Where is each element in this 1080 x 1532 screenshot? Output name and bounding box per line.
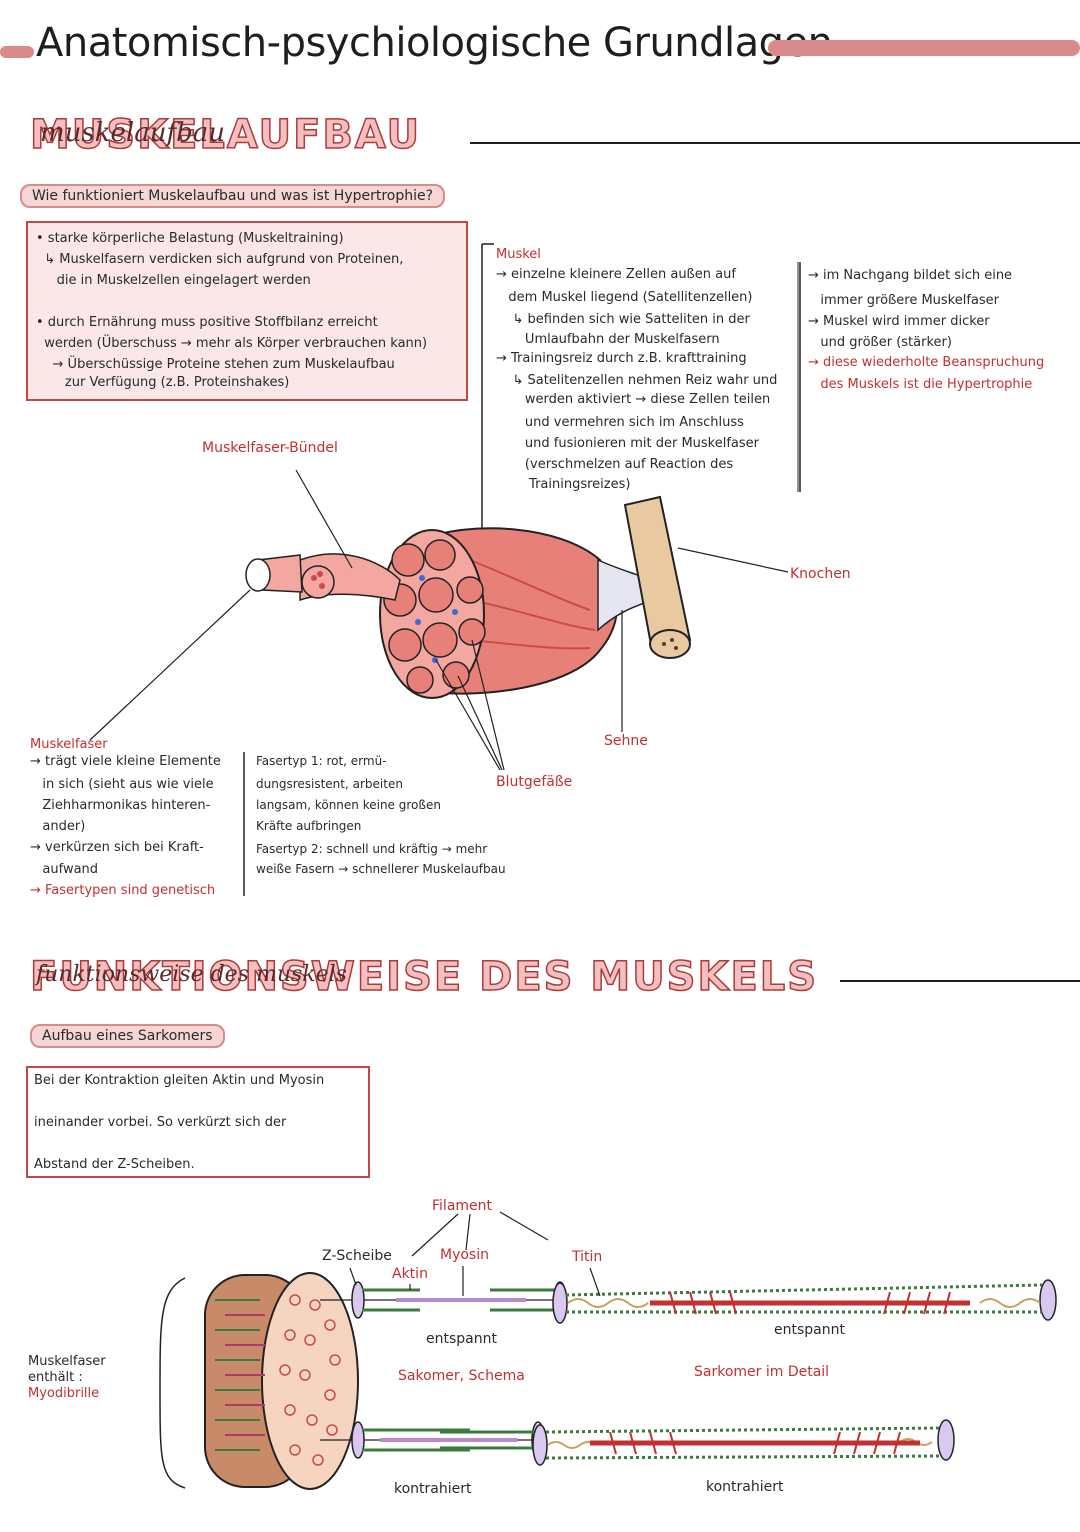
faser-line: → verkürzen sich bei Kraft- [30, 840, 204, 855]
label-muskelfaser: Muskelfaser [28, 1354, 106, 1369]
faser-line: in sich (sieht aus wie viele [30, 777, 214, 792]
label-sarkomer-detail: Sarkomer im Detail [694, 1364, 830, 1380]
right-red-line: → diese wiederholte Beanspruchung [808, 355, 1045, 370]
sarcomere-detail-contracted [532, 1419, 955, 1466]
label-muskelfaser-buendel: Muskelfaser-Bündel [202, 440, 338, 456]
right-line: → Muskel wird immer dicker [808, 314, 990, 329]
faser-line: → trägt viele kleine Elemente [30, 754, 221, 769]
sarcomere-detail-relaxed [552, 1279, 1057, 1324]
box-line: werden (Überschuss → mehr als Körper ver… [36, 336, 428, 351]
info-box-kontraktion [26, 1066, 370, 1178]
label-entspannt-schema: entspannt [426, 1331, 497, 1347]
fasertyp-line: weiße Fasern → schnellerer Muskelaufbau [256, 862, 506, 876]
label-sehne: Sehne [604, 733, 648, 749]
label-titin: Titin [572, 1249, 603, 1265]
fasertyp-line: Kräfte aufbringen [256, 819, 362, 833]
label-kontrahiert-detail: kontrahiert [706, 1479, 784, 1495]
faser-line: ander) [30, 819, 86, 834]
sarcomere-schema-contracted [320, 1421, 545, 1459]
label-aktin: Aktin [392, 1266, 428, 1282]
box-line: die in Muskelzellen eingelagert werden [36, 273, 311, 288]
section-heading-script: funktionsweise des muskels [36, 962, 347, 987]
box-line: • starke körperliche Belastung (Muskeltr… [36, 231, 344, 246]
right-line: immer größere Muskelfaser [808, 293, 1000, 308]
muskel-title: Muskel [496, 247, 541, 262]
section-heading-muskelaufbau: MUSKELAUFBAU [29, 111, 422, 159]
muskel-line: und vermehren sich im Anschluss [496, 415, 744, 430]
muskel-line: werden aktiviert → diese Zellen teilen [496, 392, 771, 407]
page-title: Anatomisch-psychiologische Grundlagen [36, 20, 833, 66]
muskel-line: und fusionieren mit der Muskelfaser [496, 436, 760, 451]
section-rule [470, 142, 1080, 144]
kontraktion-line: ineinander vorbei. So verkürzt sich der [34, 1115, 287, 1130]
label-enthaelt: enthält : [28, 1370, 83, 1385]
pill-aufbau-sarkomer: Aufbau eines Sarkomers [30, 1024, 225, 1048]
box-line: → Überschüssige Proteine stehen zum Musk… [36, 357, 395, 372]
myofibril-illustration [159, 1272, 359, 1490]
fasertyp-line: dungsresistent, arbeiten [256, 777, 403, 791]
muskel-line: Umlaufbahn der Muskelfasern [496, 332, 720, 347]
sarcomere-schema-relaxed [320, 1281, 567, 1319]
muskel-line: dem Muskel liegend (Satellitenzellen) [496, 290, 753, 305]
title-accent-left [0, 46, 34, 58]
label-sarkomer-schema: Sakomer, Schema [398, 1368, 525, 1384]
title-accent-right [768, 40, 1080, 56]
muskel-line: → einzelne kleinere Zellen außen auf [496, 267, 736, 282]
label-filament: Filament [432, 1198, 493, 1214]
label-entspannt-detail: entspannt [774, 1322, 845, 1338]
box-line: • durch Ernährung muss positive Stoffbil… [36, 315, 378, 330]
muskel-line: → Trainingsreiz durch z.B. krafttraining [496, 351, 747, 366]
faser-red-line: → Fasertypen sind genetisch [30, 883, 216, 898]
section-rule [840, 980, 1080, 982]
kontraktion-line: Bei der Kontraktion gleiten Aktin und My… [34, 1073, 325, 1088]
section-heading-funktionsweise: FUNKTIONSWEISE DES MUSKELS [29, 953, 819, 1001]
label-blutgefaesse: Blutgefäße [496, 774, 573, 790]
right-line: und größer (stärker) [808, 335, 952, 350]
label-z-scheibe: Z-Scheibe [322, 1248, 392, 1264]
label-myosin: Myosin [440, 1247, 489, 1263]
box-line: ↳ Muskelfasern verdicken sich aufgrund v… [36, 252, 404, 267]
faser-line: aufwand [30, 862, 99, 877]
label-kontrahiert-schema: kontrahiert [394, 1481, 472, 1497]
info-box-muskelaufbau [26, 221, 468, 401]
fasertyp-line: Fasertyp 2: schnell und kräftig → mehr [256, 842, 488, 856]
muskel-line: Trainingsreizes) [496, 477, 631, 492]
kontraktion-line: Abstand der Z-Scheiben. [34, 1157, 195, 1172]
right-line: → im Nachgang bildet sich eine [808, 268, 1013, 283]
box-line: zur Verfügung (z.B. Proteinshakes) [36, 375, 290, 390]
fasertyp-line: Fasertyp 1: rot, ermü- [256, 754, 387, 768]
muskel-line: (verschmelzen auf Reaction des [496, 457, 734, 472]
muskel-line: ↳ befinden sich wie Satteliten in der [496, 312, 750, 327]
section-heading-script: muskelaufbau [40, 118, 225, 148]
faser-line: Ziehharmonikas hinteren- [30, 798, 211, 813]
faser-title: Muskelfaser [30, 737, 108, 752]
label-knochen: Knochen [790, 566, 851, 582]
muscle-illustration [245, 495, 692, 699]
brace [159, 1277, 186, 1489]
right-red-line: des Muskels ist die Hypertrophie [808, 377, 1033, 392]
label-myodibrille: Myodibrille [28, 1386, 100, 1401]
muskel-line: ↳ Satelitenzellen nehmen Reiz wahr und [496, 373, 778, 388]
fasertyp-line: langsam, können keine großen [256, 798, 441, 812]
question-pill: Wie funktioniert Muskelaufbau und was is… [20, 184, 446, 208]
